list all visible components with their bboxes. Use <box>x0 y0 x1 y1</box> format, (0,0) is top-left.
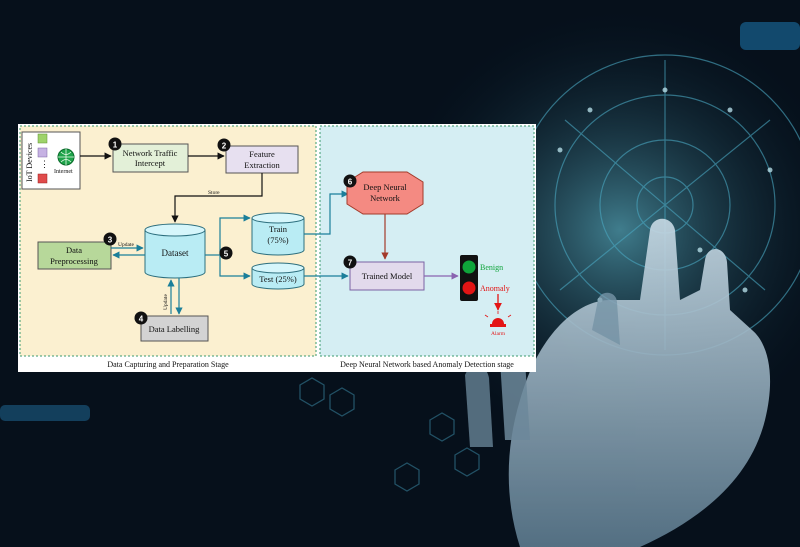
feature-extraction-line2: Extraction <box>244 160 280 170</box>
alarm-label: Alarm <box>491 331 506 337</box>
network-traffic-label-line1: Network Traffic <box>123 148 178 158</box>
svg-text:6: 6 <box>348 178 353 187</box>
dnn-label-line2: Network <box>370 193 400 203</box>
iot-devices-label: IoT Devices <box>25 143 34 182</box>
light-bar <box>0 405 90 421</box>
step-badge-4: 4 <box>134 311 148 325</box>
svg-text:5: 5 <box>224 250 229 259</box>
train-label-line2: (75%) <box>267 235 288 245</box>
iot-device-icon <box>37 133 48 144</box>
update-label-labelling: Update <box>163 294 169 310</box>
step-badge-2: 2 <box>217 138 231 152</box>
data-preprocessing-line1: Data <box>66 245 82 255</box>
internet-label: Internet <box>54 169 73 175</box>
dataset-label: Dataset <box>162 248 189 258</box>
arrow-train-to-dnn <box>304 190 349 235</box>
step-badge-1: 1 <box>108 137 122 151</box>
arrow-store <box>171 173 263 223</box>
arrow-to-train <box>219 214 251 255</box>
data-preprocessing-box <box>37 241 112 270</box>
stage-left-caption: Data Capturing and Preparation Stage <box>107 360 229 369</box>
step-badge-3: 3 <box>103 232 117 246</box>
step-badge-7: 7 <box>343 255 357 269</box>
benign-light <box>462 260 476 274</box>
store-label: Store <box>208 190 220 196</box>
svg-text:4: 4 <box>139 315 144 324</box>
dnn-octagon <box>346 171 424 215</box>
train-label-line1: Train <box>269 224 288 234</box>
update-label-preprocessing: Update <box>118 242 134 248</box>
anomaly-light <box>462 281 476 295</box>
data-labelling-label: Data Labelling <box>149 324 200 334</box>
feature-extraction-box <box>225 145 299 174</box>
test-cylinder <box>251 262 305 290</box>
data-preprocessing-line2: Preprocessing <box>50 256 98 266</box>
feature-extraction-line1: Feature <box>249 149 275 159</box>
network-traffic-label-line2: Intercept <box>135 158 166 168</box>
network-traffic-intercept-box <box>112 143 189 173</box>
svg-text:7: 7 <box>348 259 353 268</box>
train-cylinder <box>251 212 305 256</box>
stage-right-caption: Deep Neural Network based Anomaly Detect… <box>340 360 514 369</box>
anomaly-detection-diagram: IoT Devices ⋮ Internet Network Traffic I… <box>19 125 535 369</box>
svg-text:2: 2 <box>222 142 227 151</box>
globe-icon-lines <box>58 149 74 165</box>
step-badge-5: 5 <box>219 246 233 260</box>
anomaly-label: Anomaly <box>480 284 510 293</box>
dataset-cylinder <box>144 223 206 279</box>
stage-right-area <box>319 125 535 357</box>
diagram-panel: IoT Devices ⋮ Internet Network Traffic I… <box>18 124 536 372</box>
alarm-icon <box>484 311 512 327</box>
iot-device-icon <box>37 173 48 184</box>
trained-model-label: Trained Model <box>362 271 413 281</box>
light-bar <box>740 22 800 50</box>
svg-text:1: 1 <box>113 141 118 150</box>
benign-label: Benign <box>480 263 503 272</box>
data-labelling-box <box>140 315 209 342</box>
hexagon-pattern <box>299 377 480 492</box>
test-label: Test (25%) <box>259 274 297 284</box>
svg-text:3: 3 <box>108 236 113 245</box>
trained-model-box <box>349 261 425 291</box>
step-badge-6: 6 <box>343 174 357 188</box>
arrow-to-test <box>219 255 251 280</box>
iot-device-icon <box>37 147 48 158</box>
ellipsis-icon: ⋮ <box>40 159 49 169</box>
dnn-label-line1: Deep Neural <box>363 182 407 192</box>
